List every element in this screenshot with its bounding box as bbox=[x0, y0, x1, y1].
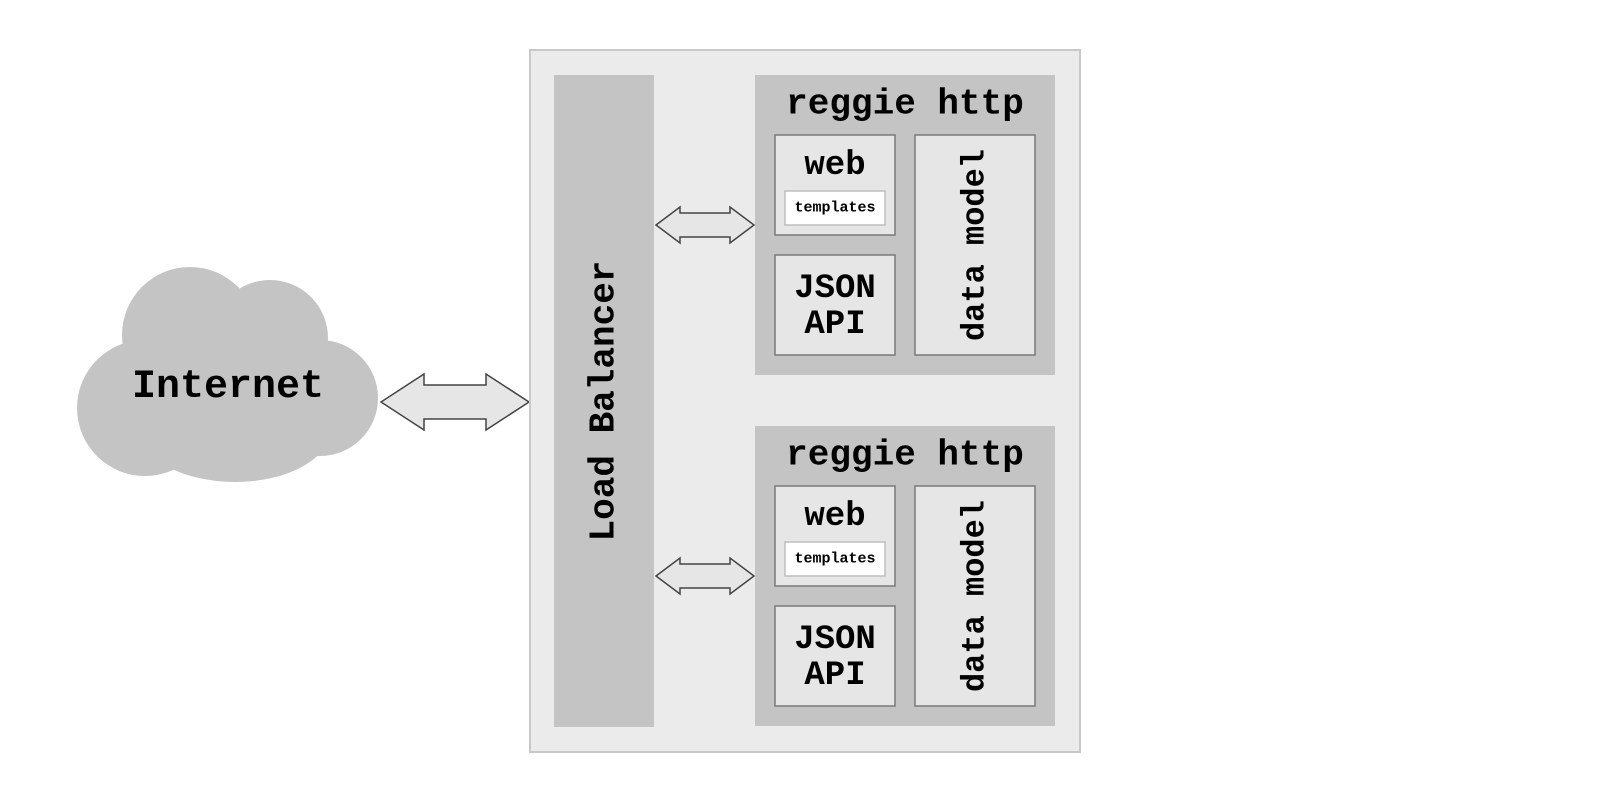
api-label: API bbox=[804, 306, 865, 344]
server-title: reggie http bbox=[786, 84, 1024, 125]
load-balancer-panel bbox=[554, 75, 654, 727]
server-node: reggie http web templates JSON API data … bbox=[755, 75, 1055, 375]
internet-lb-arrow bbox=[379, 372, 531, 432]
templates-box bbox=[784, 190, 886, 226]
server-title: reggie http bbox=[786, 435, 1024, 476]
data-model-module bbox=[914, 485, 1036, 707]
lb-server-1-arrow bbox=[654, 205, 756, 245]
json-api-module bbox=[774, 254, 896, 356]
data-model-label: data model bbox=[957, 149, 994, 341]
cloud-icon bbox=[77, 267, 378, 482]
data-model-label: data model bbox=[957, 500, 994, 692]
json-label: JSON bbox=[794, 621, 876, 659]
internet-label: Internet bbox=[132, 365, 324, 410]
web-label: web bbox=[804, 498, 865, 536]
templates-box bbox=[784, 541, 886, 577]
web-label: web bbox=[804, 147, 865, 185]
templates-label: templates bbox=[794, 551, 875, 568]
templates-label: templates bbox=[794, 200, 875, 217]
lb-server-2-arrow bbox=[654, 556, 756, 596]
load-balancer-label: Load Balancer bbox=[584, 261, 625, 542]
load-balancer-node: Load Balancer bbox=[554, 75, 654, 727]
json-api-module bbox=[774, 605, 896, 707]
internet-node: Internet bbox=[77, 267, 378, 482]
data-model-module bbox=[914, 134, 1036, 356]
server-node: reggie http web templates JSON API data … bbox=[755, 426, 1055, 726]
json-label: JSON bbox=[794, 270, 876, 308]
api-label: API bbox=[804, 657, 865, 695]
